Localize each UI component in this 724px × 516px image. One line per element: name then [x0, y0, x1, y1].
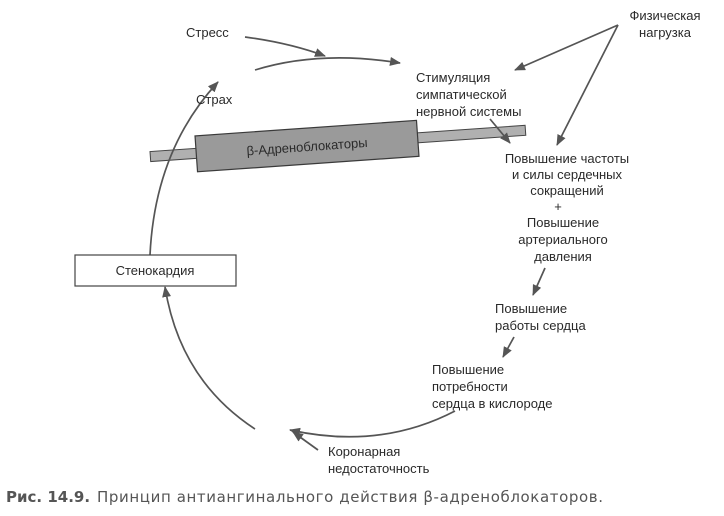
- node-sympathetic-line3: нервной системы: [416, 104, 521, 119]
- node-blood-pressure-line1: Повышение: [527, 215, 599, 230]
- figure-caption: Рис. 14.9. Принцип антиангинального дейст…: [6, 488, 604, 506]
- node-blood-pressure-line2: артериального: [518, 232, 607, 247]
- node-coronary-line1: Коронарная: [328, 444, 400, 459]
- arrow-coronary-to-loop: [292, 431, 319, 451]
- node-fear: Страх: [196, 92, 233, 107]
- arrow-sympathetic-to-heart-rate: [489, 118, 511, 144]
- node-physical-load-line1: Физическая: [629, 8, 700, 23]
- node-heart-rate: Повышение частоты и силы сердечных сокра…: [505, 151, 629, 198]
- node-blood-pressure-line3: давления: [534, 249, 592, 264]
- node-sympathetic: Стимуляция симпатической нервной системы: [416, 70, 521, 119]
- arrow-fear-to-sympathetic: [254, 56, 401, 71]
- node-heart-rate-line3: сокращений: [530, 183, 604, 198]
- arrow-heart-work-to-demand: [502, 336, 515, 358]
- node-oxygen-demand-line1: Повышение: [432, 362, 504, 377]
- arrows: [149, 24, 619, 451]
- angina-label: Стенокардия: [116, 263, 195, 278]
- arrow-load-to-sympathetic: [514, 24, 619, 71]
- node-heart-rate-line2: и силы сердечных: [512, 167, 623, 182]
- arrow-load-to-heart-rate: [556, 24, 619, 146]
- node-oxygen-demand-line3: сердца в кислороде: [432, 396, 552, 411]
- caption-text: Принцип антиангинального действия β-адре…: [97, 488, 604, 506]
- caption-number: Рис. 14.9.: [6, 488, 90, 506]
- node-sympathetic-line1: Стимуляция: [416, 70, 490, 85]
- node-physical-load-line2: нагрузка: [639, 25, 692, 40]
- node-sympathetic-line2: симпатической: [416, 87, 507, 102]
- node-blood-pressure: Повышение артериального давления: [518, 215, 607, 264]
- arrow-stress-to-sympathetic: [244, 36, 326, 57]
- node-angina: Стенокардия: [74, 254, 237, 287]
- node-stress: Стресс: [186, 25, 229, 40]
- blocker-box: [194, 119, 420, 173]
- node-oxygen-demand: Повышение потребности сердца в кислороде: [432, 362, 552, 411]
- node-coronary: Коронарная недостаточность: [328, 444, 430, 476]
- arrow-demand-to-angina: [289, 410, 456, 438]
- node-heart-rate-line1: Повышение частоты: [505, 151, 629, 166]
- arrow-angina-to-fear: [149, 81, 219, 256]
- beta-blocker-bar: β-Адреноблокаторы: [149, 119, 527, 173]
- node-physical-load: Физическая нагрузка: [629, 8, 700, 40]
- node-heart-work-line1: Повышение: [495, 301, 567, 316]
- node-plus-sign: +: [554, 199, 562, 214]
- node-heart-work-line2: работы сердца: [495, 318, 586, 333]
- node-oxygen-demand-line2: потребности: [432, 379, 508, 394]
- node-heart-work: Повышение работы сердца: [495, 301, 586, 333]
- angina-box: [74, 254, 237, 287]
- node-coronary-line2: недостаточность: [328, 461, 430, 476]
- arrow-lower-loop-to-angina: [162, 286, 256, 430]
- arrow-pressure-to-heart-work: [532, 267, 546, 296]
